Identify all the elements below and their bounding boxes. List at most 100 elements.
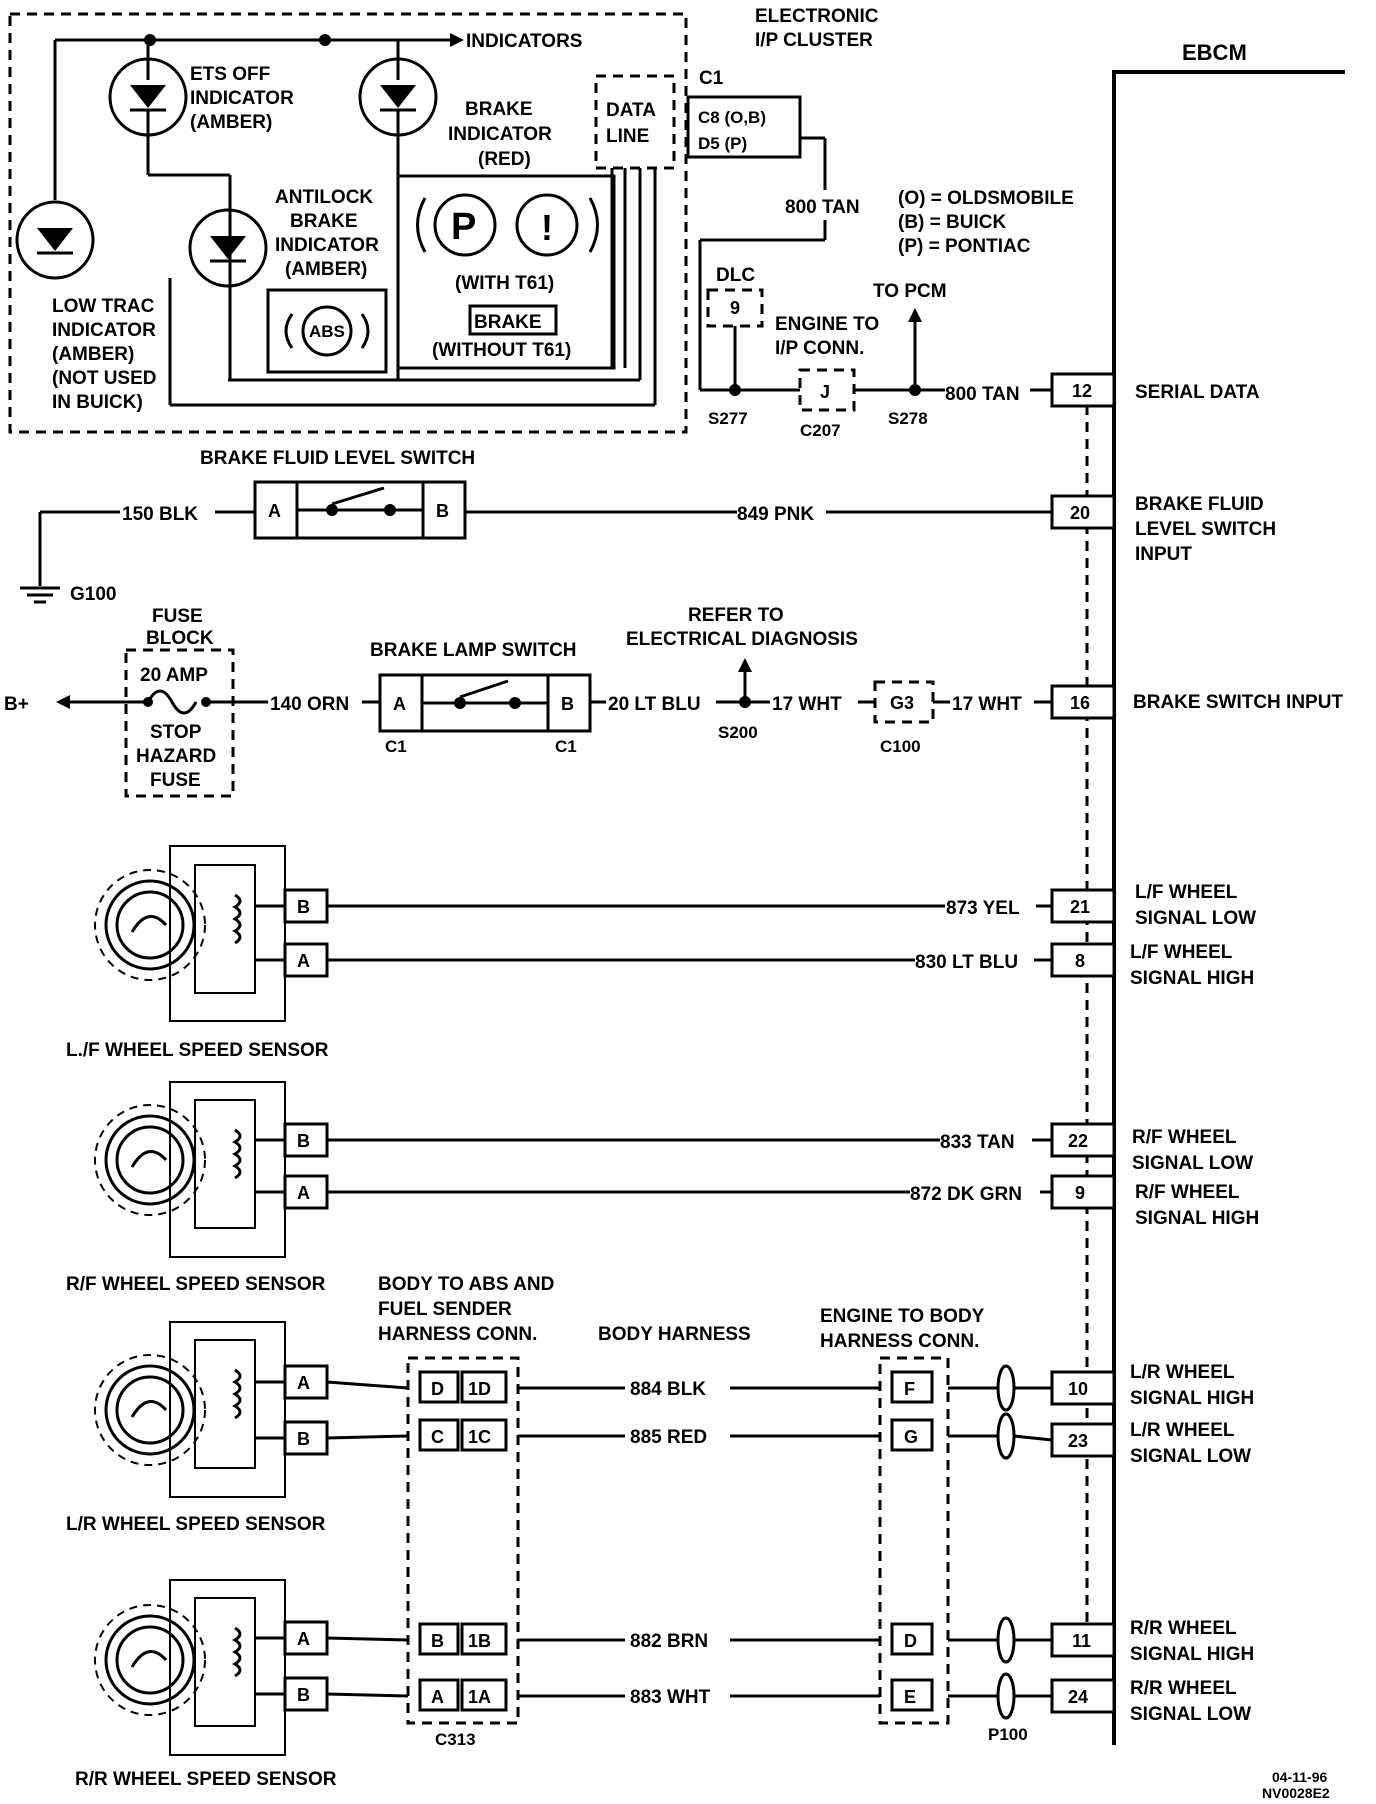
pin-label: SIGNAL HIGH — [1130, 968, 1254, 989]
c207-pin: J — [820, 382, 830, 402]
pin-label: L/F WHEEL — [1135, 882, 1238, 903]
rr-sensor-name: R/R WHEEL SPEED SENSOR — [75, 1769, 337, 1790]
brake-lamp-title: BRAKE LAMP SWITCH — [370, 640, 577, 661]
pin-label: BRAKE FLUID — [1135, 494, 1264, 515]
pin-label: SIGNAL LOW — [1135, 908, 1256, 929]
ip-cluster-box — [8, 12, 688, 434]
pin-number: 8 — [1075, 951, 1085, 971]
sensor-tone-ring-icon — [94, 1104, 206, 1216]
pin-number: 23 — [1068, 1431, 1088, 1451]
low-trac-line2: INDICATOR — [52, 320, 156, 341]
c313-pin: 1B — [468, 1631, 491, 1651]
wire-label: 884 BLK — [630, 1379, 706, 1400]
refer-line2: ELECTRICAL DIAGNOSIS — [626, 629, 858, 650]
sensor-housing — [169, 1321, 286, 1498]
serial-wire-label: 800 TAN — [945, 384, 1020, 405]
sensor-icon — [104, 1614, 196, 1706]
c313-title-2: FUEL SENDER — [378, 1299, 512, 1320]
sensor-coil-housing — [194, 1597, 256, 1727]
switch-blade-icon — [331, 486, 385, 506]
ebcm-pin-21: 21 L/F WHEEL SIGNAL LOW — [1050, 882, 1256, 929]
pin-number: 10 — [1068, 1379, 1088, 1399]
sensor-tone-ring-icon — [94, 1354, 206, 1466]
p100-terminal-icon — [996, 1672, 1016, 1720]
brake-p-icon — [433, 193, 497, 257]
pin-number: 20 — [1070, 503, 1090, 523]
sensor-arrow-icon — [130, 1650, 168, 1668]
ebcm-pin-20: 20 BRAKE FLUID LEVEL SWITCH INPUT — [1050, 494, 1276, 565]
sensor-housing — [169, 1081, 286, 1258]
with-t61: (WITH T61) — [455, 273, 554, 294]
led-diode-icon — [380, 85, 416, 108]
sensor-icon — [104, 879, 196, 971]
cluster-connector-label: C1 — [699, 68, 724, 89]
sensor-icon — [115, 890, 185, 960]
ets-off-line2: INDICATOR — [190, 88, 294, 109]
ebcm-pin-23: 23 L/R WHEEL SIGNAL LOW — [1050, 1420, 1251, 1467]
s200-label: S200 — [718, 723, 758, 742]
low-trac-line4: (NOT USED — [52, 368, 157, 389]
sensor-coil-icon — [232, 893, 242, 945]
wire-150-blk-label: 150 BLK — [122, 504, 198, 525]
pin-label: SIGNAL LOW — [1132, 1153, 1253, 1174]
c313-title-1: BODY TO ABS AND — [378, 1274, 554, 1295]
antilock-line2: BRAKE — [290, 211, 358, 232]
pin-label: L/R WHEEL — [1130, 1420, 1235, 1441]
wire-800-tan-label: 800 TAN — [785, 197, 860, 218]
fuse-name-1: STOP — [150, 722, 202, 743]
cluster-pin-box — [686, 95, 802, 159]
pin-label: L/R WHEEL — [1130, 1362, 1235, 1383]
cluster-title-1: ELECTRONIC — [755, 6, 879, 27]
ets-off-line1: ETS OFF — [190, 64, 270, 85]
switch-contact — [509, 697, 521, 709]
sensor-coil-icon — [232, 1368, 242, 1420]
sensor-arrow-icon — [130, 915, 168, 933]
low-trac-line1: LOW TRAC — [52, 296, 155, 317]
p100-terminal-icon — [996, 1616, 1016, 1664]
bls-c1a: C1 — [385, 737, 407, 756]
wire-20-ltblu-label: 20 LT BLU — [608, 694, 701, 715]
ebcm-pin-12: 12 SERIAL DATA — [1050, 372, 1260, 408]
sensor-coil-icon — [232, 1128, 242, 1180]
eng-ip-line1: ENGINE TO — [775, 314, 879, 335]
brake-arcs-icon — [416, 197, 599, 253]
fuse-icon — [146, 689, 198, 715]
sensor-arrow-icon — [130, 1150, 168, 1168]
brake-excl-text: ! — [541, 207, 553, 248]
sensor-arrow-icon — [130, 1400, 168, 1418]
c313-pin: B — [431, 1631, 444, 1651]
low-trac-line3: (AMBER) — [52, 344, 134, 365]
brake-ind-line3: (RED) — [478, 149, 531, 170]
pin-label: R/F WHEEL — [1132, 1127, 1237, 1148]
ebcm-pin-8: 8 L/F WHEEL SIGNAL HIGH — [1050, 942, 1254, 989]
pin-label: R/R WHEEL — [1130, 1678, 1237, 1699]
p100-label: P100 — [988, 1725, 1028, 1744]
sensor-icon — [104, 1114, 196, 1206]
pin-number: 24 — [1068, 1687, 1088, 1707]
c313-title-3: HARNESS CONN. — [378, 1324, 537, 1345]
rf-sensor-name: R/F WHEEL SPEED SENSOR — [66, 1274, 326, 1295]
wire-label: 882 BRN — [630, 1631, 708, 1652]
led-diode-icon — [210, 236, 246, 259]
brake-ind-line2: INDICATOR — [448, 124, 552, 145]
fuse-amp: 20 AMP — [140, 665, 208, 686]
switch-contact — [454, 697, 466, 709]
data-line-box — [594, 74, 676, 170]
abs-arcs-icon — [284, 313, 370, 349]
wire-label: 883 WHT — [630, 1687, 711, 1708]
pin-label: SIGNAL HIGH — [1135, 1208, 1259, 1229]
pin-label: R/R WHEEL — [1130, 1618, 1237, 1639]
c313-pin: C — [431, 1427, 444, 1447]
p100-terminal-icon — [996, 1412, 1016, 1460]
brake-p-text: P — [451, 206, 476, 248]
bfl-pin-a-box — [253, 480, 299, 540]
indicator-arrow — [450, 33, 464, 47]
pin-label: L/F WHEEL — [1130, 942, 1233, 963]
ebcm-pin-11: 11 R/R WHEEL SIGNAL HIGH — [1050, 1618, 1254, 1665]
pin-label: SIGNAL LOW — [1130, 1704, 1251, 1725]
eng-body-1: ENGINE TO BODY — [820, 1306, 985, 1327]
switch-contact — [326, 504, 338, 516]
eng-body-pin: G — [904, 1427, 918, 1447]
